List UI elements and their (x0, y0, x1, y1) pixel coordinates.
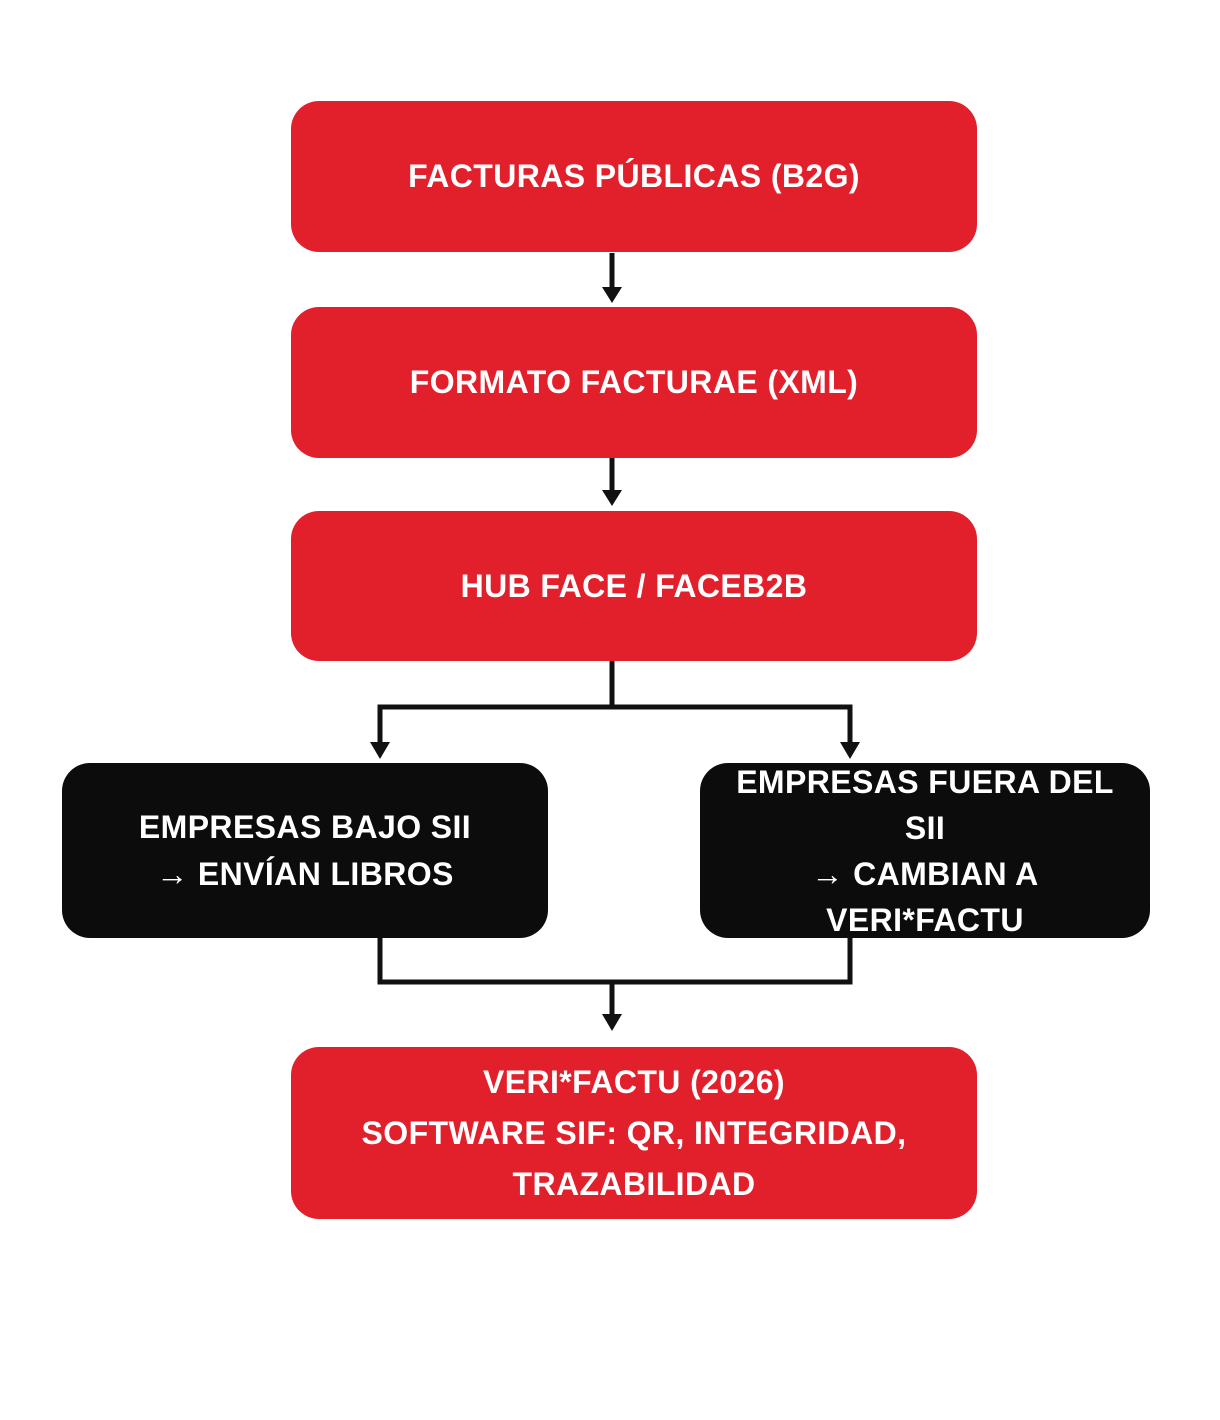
connector-hub-split (370, 661, 860, 759)
node-label: → CAMBIAN A (811, 855, 1039, 892)
arrowhead-down-icon (840, 742, 860, 759)
node-label: EMPRESAS BAJO SII (138, 808, 472, 845)
arrowhead-down-icon (602, 1014, 622, 1031)
arrowhead-down-icon (370, 742, 390, 759)
node-verifactu-2026: VERI*FACTU (2026) SOFTWARE SIF: QR, INTE… (291, 1047, 977, 1219)
node-label: EMPRESAS FUERA DEL SII (736, 763, 1114, 846)
connector-merge-to-verifactu (377, 937, 853, 1031)
node-empresas-bajo-sii: EMPRESAS BAJO SII → ENVÍAN LIBROS (62, 763, 548, 938)
arrowhead-down-icon (602, 287, 622, 303)
node-hub-face: HUB FACE / FACEB2B (291, 511, 977, 661)
node-label: HUB FACE / FACEB2B (460, 567, 808, 604)
node-label: FACTURAS PÚBLICAS (B2G) (408, 158, 860, 194)
connector-facturas-to-facturae (602, 253, 622, 303)
node-label: TRAZABILIDAD (512, 1165, 756, 1202)
node-label: FORMATO FACTURAE (XML) (409, 364, 859, 400)
node-empresas-fuera-sii: EMPRESAS FUERA DEL SII → CAMBIAN A VERI*… (700, 763, 1150, 938)
arrowhead-down-icon (602, 490, 622, 506)
connector-facturae-to-hub (602, 458, 622, 506)
node-facturas-publicas: FACTURAS PÚBLICAS (B2G) (291, 101, 977, 252)
node-label: SOFTWARE SIF: QR, INTEGRIDAD, (361, 1114, 907, 1151)
node-label: VERI*FACTU (826, 901, 1024, 938)
node-label: → ENVÍAN LIBROS (156, 855, 454, 892)
node-label: VERI*FACTU (2026) (483, 1063, 785, 1100)
node-formato-facturae: FORMATO FACTURAE (XML) (291, 307, 977, 458)
